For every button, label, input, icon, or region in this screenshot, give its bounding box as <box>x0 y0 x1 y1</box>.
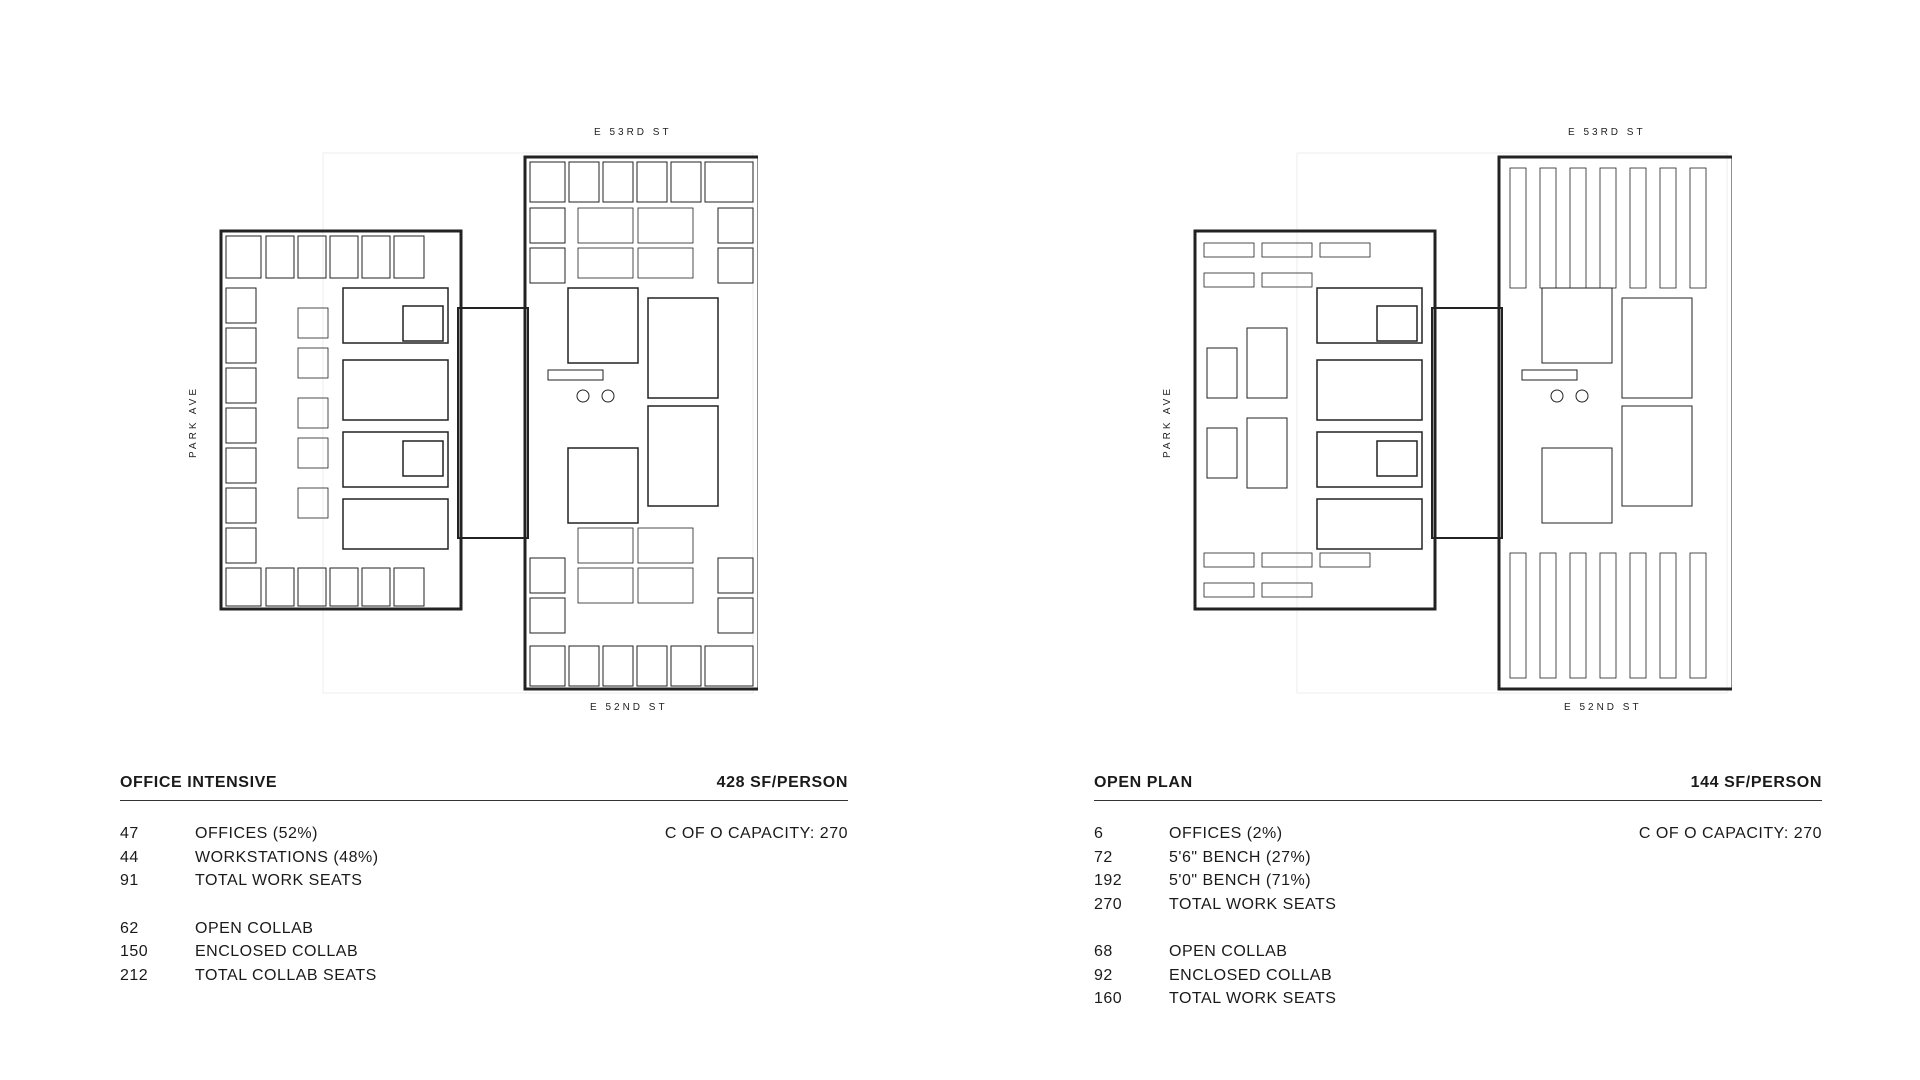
plan-title: OFFICE INTENSIVE <box>120 774 278 791</box>
collab-areas <box>1206 287 1693 524</box>
sf-per-person: 428 SF/PERSON <box>716 774 848 791</box>
bench-rows-north <box>1509 167 1707 289</box>
reception <box>547 369 615 403</box>
south-street-label: E 52ND ST <box>590 702 668 713</box>
private-offices <box>225 161 754 687</box>
meeting-rooms <box>567 287 719 524</box>
north-street-label: E 53RD ST <box>1568 127 1646 138</box>
reception <box>1521 369 1589 403</box>
north-street-label: E 53RD ST <box>594 127 672 138</box>
summary-header: OPEN PLAN 144 SF/PERSON <box>1094 772 1822 801</box>
office-intensive-floor-plan <box>219 152 758 694</box>
open-plan-panel: E 53RD ST PARK AVE <box>1074 0 1834 1080</box>
south-street-label: E 52ND ST <box>1564 702 1642 713</box>
sf-per-person: 144 SF/PERSON <box>1690 774 1822 791</box>
core <box>1316 287 1423 550</box>
office-intensive-panel: E 53RD ST PARK AVE <box>100 0 860 1080</box>
summary-header: OFFICE INTENSIVE 428 SF/PERSON <box>120 772 848 801</box>
west-street-label: PARK AVE <box>188 386 199 458</box>
open-plan-floor-plan <box>1193 152 1732 694</box>
capacity-label: C OF O CAPACITY: 270 <box>1638 825 1822 842</box>
west-street-label: PARK AVE <box>1162 386 1173 458</box>
plan-title: OPEN PLAN <box>1094 774 1193 791</box>
core <box>342 287 449 550</box>
workstations <box>297 207 694 604</box>
bench-rows-west <box>1203 242 1371 598</box>
capacity-label: C OF O CAPACITY: 270 <box>664 825 848 842</box>
bench-rows-south <box>1509 552 1707 679</box>
